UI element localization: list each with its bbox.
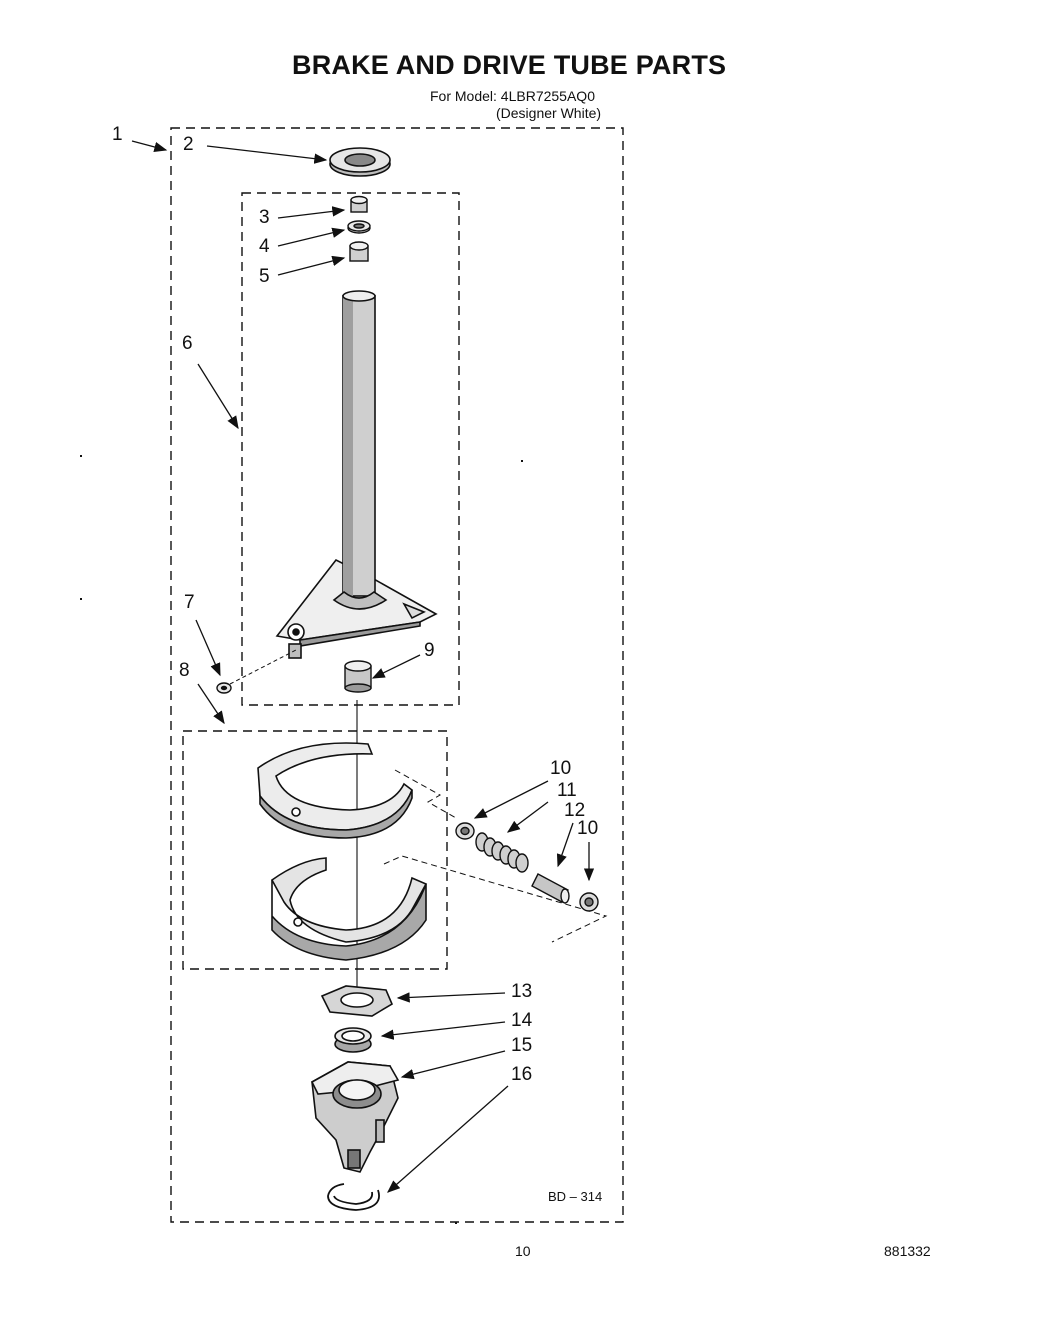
leader-2 [206, 145, 328, 164]
callout-1: 1 [112, 124, 123, 145]
upper-guide-line [394, 769, 457, 819]
part-6-drive-tube [275, 290, 438, 659]
leader-9 [371, 654, 421, 679]
leader-5 [277, 255, 346, 276]
part-7-clip [216, 682, 232, 694]
callout-8: 8 [179, 660, 190, 681]
leader-7 [195, 619, 221, 677]
callout-5: 5 [259, 266, 270, 287]
leader-13 [396, 992, 506, 1003]
lower-guide-line [383, 855, 608, 943]
callout-16: 16 [511, 1064, 533, 1085]
part-16-retaining-ring [327, 1183, 380, 1211]
callout-10-lower: 10 [577, 818, 599, 839]
document-number: 881332 [884, 1243, 931, 1259]
part-9-bushing [344, 660, 372, 693]
leader-15 [400, 1050, 506, 1080]
leader-10a [473, 780, 549, 819]
callout-13: 13 [511, 981, 533, 1002]
model-subtitle: For Model: 4LBR7255AQ0 (Designer White) [430, 88, 601, 122]
part-15-brake-housing [310, 1061, 400, 1173]
part-14-ring [334, 1027, 372, 1053]
part-3-bushing [350, 195, 368, 213]
part-5-bushing [349, 241, 369, 262]
leader-12 [556, 822, 574, 868]
leader-8 [197, 683, 225, 725]
page-number: 10 [515, 1243, 531, 1259]
callout-3: 3 [259, 207, 270, 228]
leader-6 [197, 363, 239, 430]
part-8-lower-brake-shoe [270, 857, 428, 961]
leader-4 [277, 227, 346, 247]
callout-7: 7 [184, 592, 195, 613]
leader-16 [387, 1085, 509, 1193]
leader-14 [380, 1021, 506, 1040]
diagram-code: BD – 314 [548, 1189, 603, 1204]
callout-9: 9 [424, 640, 435, 661]
callout-11: 11 [557, 780, 577, 801]
part-11-spring [475, 832, 529, 873]
part-12-pin [531, 873, 570, 904]
part-7-guide-line [229, 649, 297, 685]
color-line: (Designer White) [496, 105, 602, 121]
assembly-boundary-box [170, 127, 624, 1223]
callout-2: 2 [183, 134, 194, 155]
brake-shoe-group-box [182, 730, 448, 970]
callout-12: 12 [564, 800, 586, 821]
callout-6: 6 [182, 333, 193, 354]
part-4-washer [347, 220, 371, 234]
callout-4: 4 [259, 236, 270, 257]
leader-1 [131, 140, 168, 153]
leader-11 [506, 801, 549, 833]
scan-specks [80, 455, 523, 1224]
part-2-seal-ring [329, 147, 391, 177]
page-title: BRAKE AND DRIVE TUBE PARTS [292, 50, 727, 80]
callout-14: 14 [511, 1010, 533, 1031]
callout-15: 15 [511, 1035, 533, 1056]
model-line: For Model: 4LBR7255AQ0 [430, 88, 595, 104]
part-13-cam-plate [320, 985, 394, 1017]
part-8-upper-brake-shoe [257, 742, 413, 839]
leader-3 [277, 206, 346, 219]
callout-10-upper: 10 [550, 758, 572, 779]
part-10-washer-left [455, 822, 475, 840]
part-10-washer-right [579, 892, 599, 912]
drive-tube-group-box [241, 192, 460, 706]
